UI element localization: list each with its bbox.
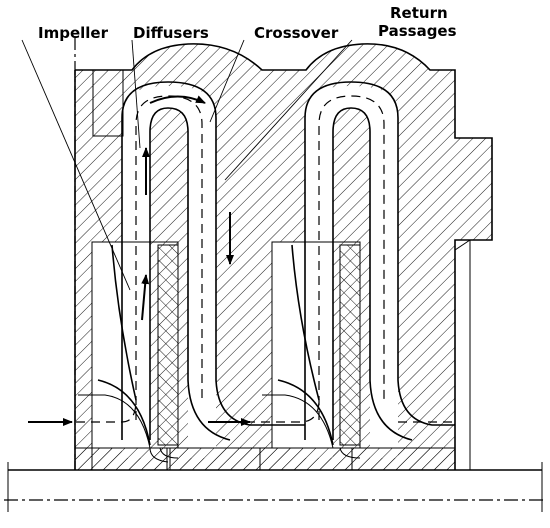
impeller-leader bbox=[21, 39, 131, 291]
shaft bbox=[4, 36, 546, 512]
impeller-label: Impeller bbox=[38, 24, 109, 42]
stage2-return-passage bbox=[304, 81, 455, 441]
return-passages-leader bbox=[224, 39, 353, 181]
inlet-flow-lines bbox=[76, 399, 455, 423]
leader-lines bbox=[21, 39, 353, 291]
diffusers-leader bbox=[131, 39, 141, 149]
return-label-line1: Return bbox=[390, 4, 448, 22]
crossover-leader bbox=[209, 39, 245, 123]
impeller-2 bbox=[262, 241, 361, 459]
return-label-line2: Passages bbox=[378, 22, 457, 40]
impeller-flow-arrow bbox=[141, 274, 150, 321]
casing-body bbox=[74, 43, 493, 470]
flow-arrows bbox=[28, 95, 251, 426]
crossover-flow-arrow bbox=[149, 95, 206, 104]
diffusers-label: Diffusers bbox=[133, 24, 209, 42]
shaft-hub-blocks bbox=[74, 447, 456, 471]
crossover-label: Crossover bbox=[254, 24, 339, 42]
casing-inner-edges bbox=[92, 69, 471, 470]
